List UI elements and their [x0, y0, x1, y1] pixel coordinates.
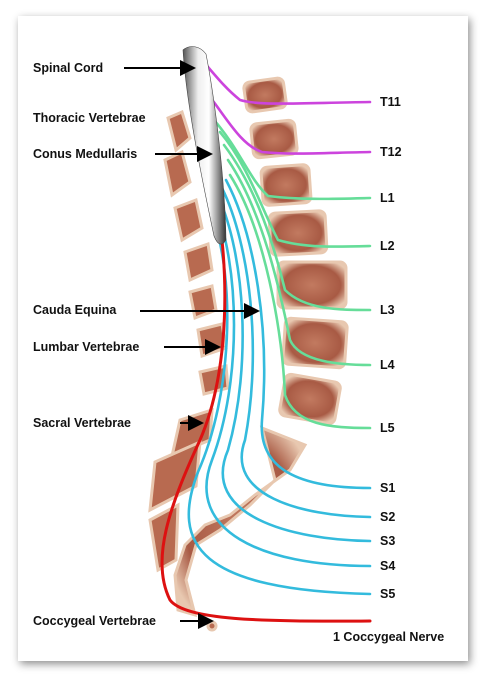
vertebra-t11: [249, 118, 299, 160]
nerve-s4-path: [205, 202, 372, 568]
nerve-t11-path: [200, 58, 372, 105]
label-nerve-s1: S1: [380, 481, 395, 495]
nerve-s3-path: [216, 194, 372, 543]
nerve-coccygeal-path: [160, 238, 372, 623]
vertebra-l4: [278, 372, 342, 426]
label-conus-medullaris: Conus Medullaris: [33, 147, 137, 161]
label-lumbar-vertebrae: Lumbar Vertebrae: [33, 340, 139, 354]
nerve-s1-path: [224, 178, 372, 490]
nerve-l1-path: [212, 118, 372, 201]
label-sacral-vertebrae: Sacral Vertebrae: [33, 416, 131, 430]
label-nerve-l3: L3: [380, 303, 395, 317]
nerve-s2-path: [220, 186, 372, 519]
label-nerve-l5: L5: [380, 421, 395, 435]
vertebra-l2: [276, 260, 348, 310]
label-thoracic-vertebrae: Thoracic Vertebrae: [33, 111, 146, 125]
left-labels: Spinal Cord Thoracic Vertebrae Conus Med…: [33, 60, 260, 629]
label-nerve-l4: L4: [380, 358, 395, 372]
label-coccygeal-vertebrae: Coccygeal Vertebrae: [33, 614, 156, 628]
label-nerve-s5: S5: [380, 587, 395, 601]
label-nerve-s3: S3: [380, 534, 395, 548]
label-nerve-t12: T12: [380, 145, 402, 159]
nerve-l2-path: [218, 130, 372, 248]
nerve-l3-path: [222, 143, 372, 312]
label-nerve-l1: L1: [380, 191, 395, 205]
label-nerve-l2: L2: [380, 239, 395, 253]
label-cauda-equina: Cauda Equina: [33, 303, 117, 317]
nerve-labels: T11 T12 L1 L2 L3 L4 L5 S1 S2 S3 S4 S5 1 …: [333, 95, 444, 644]
nerve-t12-path: [204, 90, 372, 155]
nerve-l5-path: [228, 173, 372, 430]
vertebra-t10: [242, 76, 288, 114]
label-spinal-cord: Spinal Cord: [33, 61, 103, 75]
spinal-cord: [182, 46, 227, 245]
nerve-l4-path: [226, 158, 372, 367]
vertebra-l1: [267, 209, 329, 257]
nerve-s5-path: [187, 213, 372, 596]
vertebra-l3: [281, 316, 349, 370]
vertebra-t12: [259, 163, 313, 207]
label-nerve-s4: S4: [380, 559, 395, 573]
label-nerve-s2: S2: [380, 510, 395, 524]
label-nerve-coccygeal: 1 Coccygeal Nerve: [333, 630, 444, 644]
vertebral-bodies: [173, 76, 349, 618]
label-nerve-t11: T11: [380, 95, 401, 109]
sacrum: [173, 425, 308, 618]
